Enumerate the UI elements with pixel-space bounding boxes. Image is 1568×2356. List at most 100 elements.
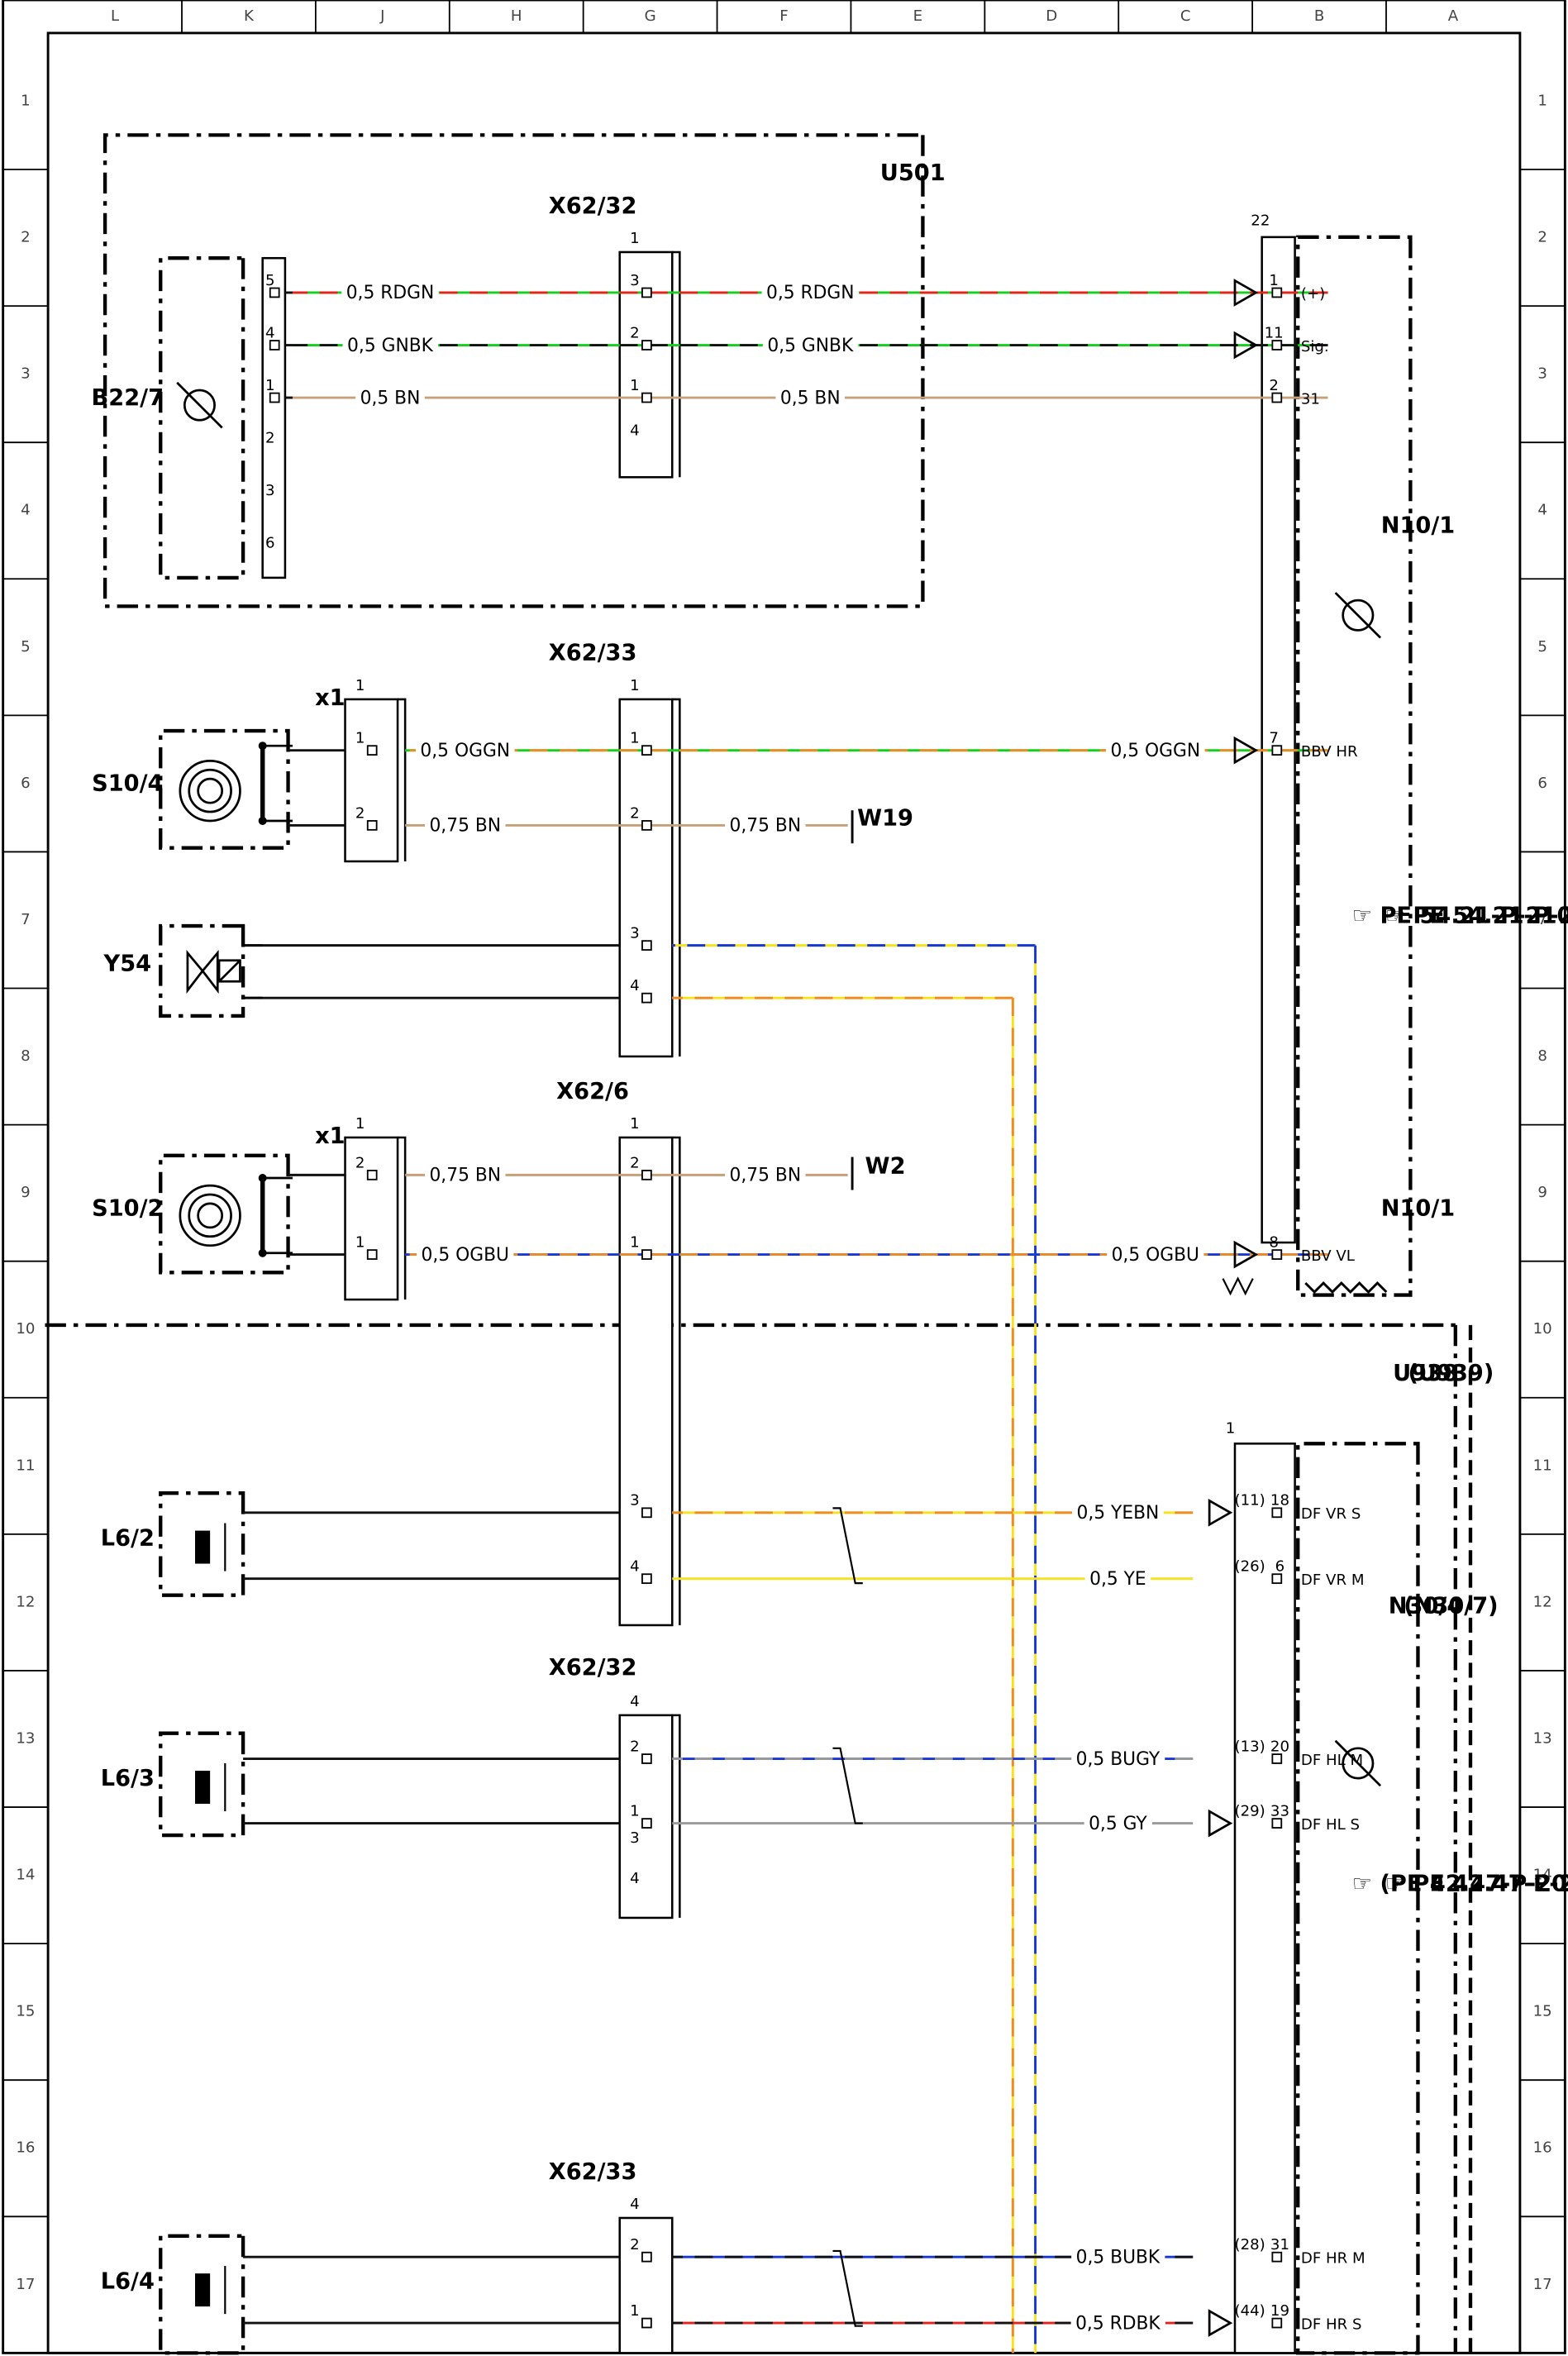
pin-label: 1 (630, 377, 640, 394)
pin-label: 4 (630, 1693, 640, 1710)
row-label: 13 (1533, 1729, 1552, 1747)
wire-label: 0,5 RDGN (766, 283, 855, 303)
row-label: 13 (16, 1729, 35, 1747)
label-b22-7: B22/7 (92, 385, 164, 411)
pin-terminal (641, 940, 652, 951)
pin-label: 4 (630, 1870, 640, 1887)
wire-label-bg (762, 335, 859, 356)
ref-n30-4-b: ☞ (PE 42.47-P-2000XAB) (1352, 1871, 1568, 1896)
pin-label: 1 (355, 1234, 365, 1252)
wire-label: 0,5 RDGN (346, 283, 435, 303)
pin-label: 31 (1270, 2236, 1289, 2253)
pin-label: 20 (1270, 1738, 1289, 1755)
wire-label: 0,5 BUGY (1076, 1749, 1161, 1770)
label-x1-bottom: x1 (315, 1123, 346, 1149)
label-x62-33-top: X62/33 (549, 641, 637, 666)
connector-x1-s10-2 (344, 1136, 399, 1301)
label-x62-32-top: X62/32 (549, 193, 637, 219)
row-label: 17 (16, 2276, 35, 2293)
pin-label: 3 (630, 1492, 640, 1509)
s10-2-switch-icon (179, 1174, 293, 1257)
n10-1-sensor-icon (1334, 592, 1382, 639)
label-x62-6: X62/6 (556, 1079, 629, 1104)
column-label: K (244, 7, 255, 25)
pin-label: DF VR S (1301, 1505, 1361, 1523)
label-s10-2: S10/2 (92, 1195, 163, 1221)
label-x62-32-bottom: X62/32 (549, 1655, 637, 1681)
wire-label-bg (725, 1165, 806, 1186)
wire-label-bg (1107, 1244, 1204, 1266)
label-w2: W2 (865, 1154, 906, 1180)
row-label: 12 (16, 1593, 35, 1610)
wire-label-bg (1072, 1503, 1164, 1524)
wire-label: 0,5 OGGN (1110, 741, 1200, 761)
pin-label: 2 (630, 1738, 640, 1755)
wire-label: 0,5 GNBK (767, 336, 854, 356)
wire-label: 0,75 BN (429, 1166, 501, 1186)
pin-terminal (641, 1753, 652, 1764)
row-index-labels: 1122334455667788991010111112121313141415… (16, 92, 1551, 2292)
wire-label-bg (1084, 1568, 1151, 1590)
pin-label: 3 (265, 482, 275, 499)
pin-label: 1 (630, 1115, 640, 1133)
row-label: 15 (16, 2003, 35, 2020)
connector-x62-33-top (618, 698, 674, 1058)
wire-label: 0,5 GNBK (347, 336, 434, 356)
pin-label: 33 (1270, 1802, 1289, 1819)
pin-label: (29) (1235, 1802, 1265, 1819)
row-label: 2 (1537, 229, 1547, 246)
pin-terminal (366, 1249, 378, 1260)
arrow-rdbk (1208, 2309, 1233, 2337)
wire-layer (243, 291, 1328, 2354)
arrow-gnbk (1233, 331, 1259, 360)
row-label: 5 (21, 638, 31, 656)
n30-4-sensor-icon (1334, 1739, 1382, 1787)
pin-label: 1 (1226, 1420, 1236, 1438)
label-n10-1: N10/1 (1381, 513, 1456, 538)
pin-label: 1 (630, 1234, 640, 1252)
wire-label-bg (425, 815, 506, 837)
arrow-gy (1208, 1809, 1233, 1838)
pin-terminal (641, 1818, 652, 1829)
n30-4-pinstrip (1233, 1443, 1296, 2354)
pin-label: 6 (1275, 1558, 1285, 1576)
pin-label: 1 (1269, 272, 1279, 289)
pin-terminal (1271, 1507, 1283, 1519)
pin-label: 2 (265, 430, 275, 447)
pin-label: 1 (630, 1802, 640, 1819)
pin-label: 11 (1265, 324, 1284, 341)
inductive-sensor-icons (195, 1530, 211, 2307)
pin-terminal (366, 820, 378, 831)
row-label: 11 (1533, 1457, 1552, 1474)
pin-label: 2 (630, 324, 640, 341)
pin-terminal (641, 820, 652, 831)
wire-label: 0,5 OGBU (422, 1245, 509, 1266)
label-x1-top: x1 (315, 685, 346, 711)
pin-label: 1 (630, 677, 640, 694)
row-label: 11 (16, 1457, 35, 1474)
n10-1-box (1296, 235, 1413, 1297)
label-y54: Y54 (103, 951, 152, 976)
pin-label: 4 (265, 324, 275, 341)
pin-label: DF HL S (1301, 1816, 1360, 1834)
pin-label: 2 (1269, 377, 1279, 394)
column-label: F (779, 7, 788, 25)
pin-label: 3 (630, 272, 640, 289)
row-label: 3 (21, 365, 31, 383)
wire-label: 0,5 OGBU (1112, 1245, 1199, 1266)
pin-label: BBV HR (1301, 743, 1358, 761)
pin-terminal (269, 287, 280, 298)
label-u501: U501 (880, 160, 946, 186)
pin-terminal (1271, 1818, 1283, 1829)
label-u939: (U939) (1408, 1361, 1494, 1386)
pin-label: (44) (1235, 2302, 1265, 2320)
row-label: 12 (1533, 1593, 1552, 1610)
b22-7-box (159, 256, 245, 580)
wire-label-bg (1105, 740, 1205, 761)
column-label: A (1448, 7, 1459, 25)
row-label: 16 (16, 2139, 35, 2157)
pin-terminal (641, 392, 652, 403)
pin-label: 1 (630, 230, 640, 247)
wire-label-bg (1084, 1813, 1152, 1834)
